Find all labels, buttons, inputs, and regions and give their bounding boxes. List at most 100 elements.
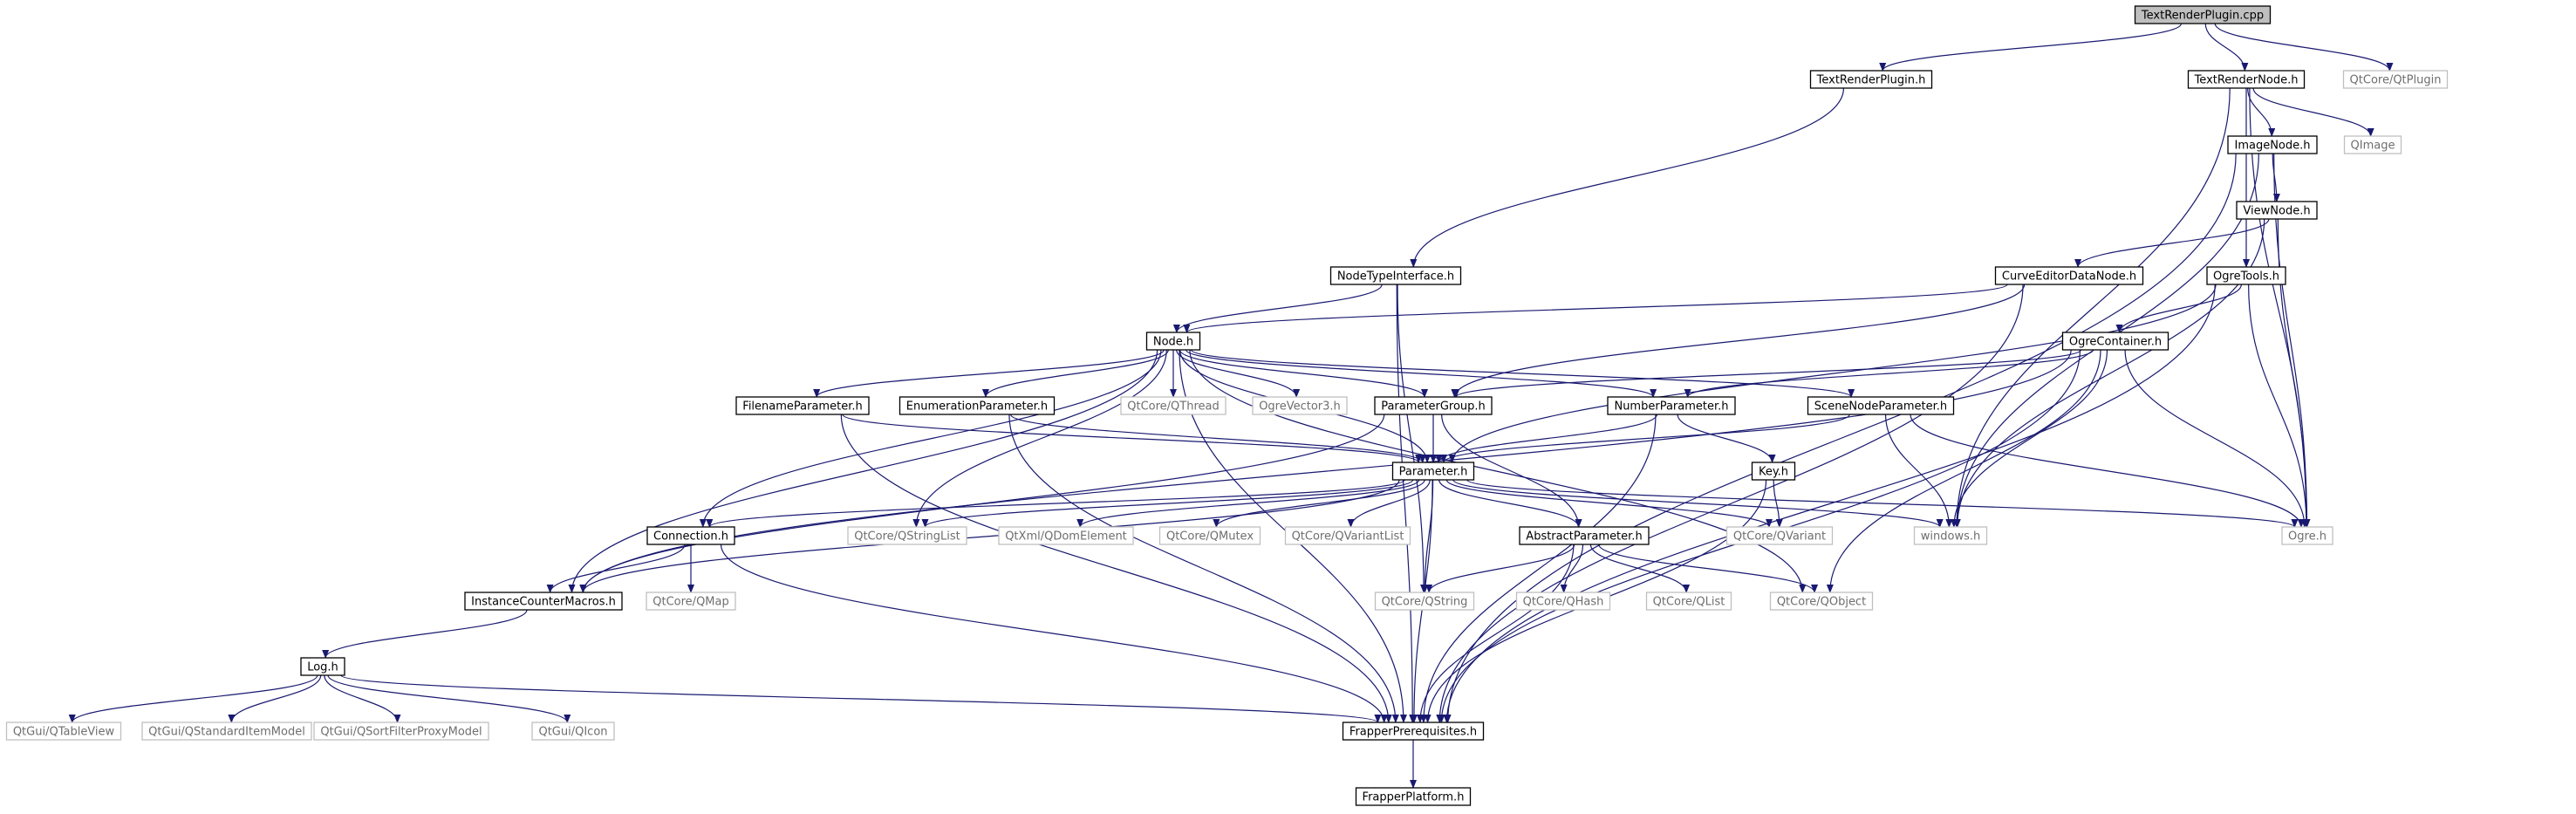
node-box bbox=[1252, 396, 1348, 415]
edge-line bbox=[842, 414, 1422, 463]
node-box bbox=[2342, 70, 2449, 89]
node-label: InstanceCounterMacros.h bbox=[471, 596, 616, 609]
node-trn-h[interactable]: TextRenderNode.h bbox=[2187, 70, 2306, 89]
node-ntif[interactable]: NodeTypeInterface.h bbox=[1329, 266, 1462, 285]
node-box bbox=[2061, 332, 2169, 351]
edge-line bbox=[579, 349, 2072, 593]
edge-scenep-to-param bbox=[1440, 414, 1850, 463]
edge-line bbox=[1347, 479, 1431, 528]
edge-line bbox=[1466, 479, 2299, 528]
node-ogre: Ogre.h bbox=[2281, 526, 2333, 545]
node-trp-cpp[interactable]: TextRenderPlugin.cpp bbox=[2134, 5, 2272, 24]
node-label: EnumerationParameter.h bbox=[906, 400, 1048, 414]
node-viewnode[interactable]: ViewNode.h bbox=[2236, 201, 2318, 220]
node-label: CurveEditorDataNode.h bbox=[2002, 270, 2136, 284]
node-box bbox=[1607, 396, 1736, 415]
edge-ogrecont-to-windows bbox=[1950, 349, 2108, 528]
edge-line bbox=[1008, 414, 1399, 723]
edge-line bbox=[1436, 284, 2024, 723]
node-label: QtXml/QDomElement bbox=[1005, 530, 1127, 544]
node-label: Ogre.h bbox=[2288, 530, 2327, 544]
edge-line bbox=[340, 674, 1381, 723]
node-param[interactable]: Parameter.h bbox=[1391, 462, 1475, 481]
node-label: QtCore/QStringList bbox=[854, 530, 960, 544]
node-fprereq[interactable]: FrapperPrerequisites.h bbox=[1342, 722, 1485, 741]
edge-log-to-qtableview bbox=[68, 674, 318, 723]
node-label: QtCore/QList bbox=[1653, 596, 1725, 609]
edge-ogrecont-to-qobject bbox=[1826, 349, 2101, 593]
edge-line bbox=[1440, 414, 1850, 463]
node-box bbox=[1284, 526, 1411, 545]
edge-line bbox=[1443, 284, 2216, 723]
edge-line bbox=[1076, 479, 1420, 528]
edge-ntif-to-fprereq bbox=[1396, 284, 1417, 723]
edge-param-to-windows bbox=[1452, 479, 1944, 528]
edge-param-to-ogre bbox=[1466, 479, 2299, 528]
node-icm[interactable]: InstanceCounterMacros.h bbox=[464, 592, 623, 611]
node-box bbox=[2134, 5, 2272, 24]
node-box bbox=[646, 526, 735, 545]
edge-ogrecont-to-ogre bbox=[2124, 349, 2308, 528]
edge-line bbox=[1950, 349, 2108, 528]
edge-log-to-qsfpm bbox=[324, 674, 401, 723]
edge-line bbox=[228, 674, 322, 723]
node-box bbox=[1329, 266, 1462, 285]
node-ogrevec: OgreVector3.h bbox=[1252, 396, 1348, 415]
node-box bbox=[141, 722, 312, 741]
node-box bbox=[2227, 135, 2318, 154]
node-enump[interactable]: EnumerationParameter.h bbox=[899, 396, 1056, 415]
node-filenamep[interactable]: FilenameParameter.h bbox=[735, 396, 870, 415]
edge-node-to-pgroup bbox=[1179, 349, 1428, 398]
node-label: NumberParameter.h bbox=[1614, 400, 1728, 414]
edge-ogrecont-to-pgroup bbox=[1452, 349, 2082, 398]
edge-node-to-nump bbox=[1185, 349, 1657, 398]
node-qsfpm: QtGui/QSortFilterProxyModel bbox=[313, 722, 489, 741]
edge-line bbox=[1438, 479, 1582, 528]
node-imagenode[interactable]: ImageNode.h bbox=[2227, 135, 2318, 154]
node-ogrecont[interactable]: OgreContainer.h bbox=[2061, 332, 2169, 351]
node-scenep[interactable]: SceneNodeParameter.h bbox=[1807, 396, 1955, 415]
edge-line bbox=[1410, 87, 1845, 268]
edge-param-to-qstringlist bbox=[921, 479, 1414, 528]
node-log[interactable]: Log.h bbox=[300, 657, 345, 676]
node-nump[interactable]: NumberParameter.h bbox=[1607, 396, 1736, 415]
node-label: TextRenderPlugin.cpp bbox=[2141, 10, 2264, 23]
node-box bbox=[1809, 70, 1933, 89]
edge-line bbox=[568, 349, 1158, 593]
edge-node-to-ogrevec bbox=[1176, 349, 1301, 398]
edge-line bbox=[1773, 479, 1783, 528]
node-label: QtCore/QMap bbox=[653, 596, 728, 609]
edge-line bbox=[1826, 349, 2101, 593]
node-box bbox=[2281, 526, 2333, 545]
node-box bbox=[1913, 526, 1988, 545]
node-label: TextRenderPlugin.h bbox=[1816, 74, 1926, 87]
node-node[interactable]: Node.h bbox=[1145, 332, 1201, 351]
node-label: QtCore/QVariantList bbox=[1292, 530, 1404, 544]
node-box bbox=[899, 396, 1056, 415]
node-curve[interactable]: CurveEditorDataNode.h bbox=[1994, 266, 2144, 285]
node-connection[interactable]: Connection.h bbox=[646, 526, 735, 545]
node-qthread: QtCore/QThread bbox=[1120, 396, 1227, 415]
node-key[interactable]: Key.h bbox=[1751, 462, 1796, 481]
edge-node-to-qstringlist bbox=[912, 349, 1167, 528]
edge-curve-to-pgroup bbox=[1451, 284, 2026, 398]
edge-imagenode-to-fprereq bbox=[1444, 153, 2237, 723]
dependency-edges bbox=[68, 23, 2394, 789]
node-fplat[interactable]: FrapperPlatform.h bbox=[1355, 787, 1472, 806]
node-qvarlist: QtCore/QVariantList bbox=[1284, 526, 1411, 545]
node-ogretools[interactable]: OgreTools.h bbox=[2206, 266, 2286, 285]
edge-enump-to-param bbox=[1009, 414, 1426, 463]
edge-nump-to-key bbox=[1677, 414, 1776, 463]
edge-line bbox=[1396, 284, 1417, 723]
node-pgroup[interactable]: ParameterGroup.h bbox=[1374, 396, 1493, 415]
node-qlist: QtCore/QList bbox=[1645, 592, 1732, 611]
edge-param-to-connection bbox=[706, 479, 1405, 528]
node-label: SceneNodeParameter.h bbox=[1814, 400, 1947, 414]
edge-line bbox=[1441, 414, 1582, 528]
node-box bbox=[2206, 266, 2286, 285]
node-abstractp[interactable]: AbstractParameter.h bbox=[1519, 526, 1650, 545]
node-label: Key.h bbox=[1759, 466, 1788, 479]
node-qobject: QtCore/QObject bbox=[1769, 592, 1874, 611]
edge-line bbox=[1419, 414, 1657, 723]
node-trp-h[interactable]: TextRenderPlugin.h bbox=[1809, 70, 1933, 89]
